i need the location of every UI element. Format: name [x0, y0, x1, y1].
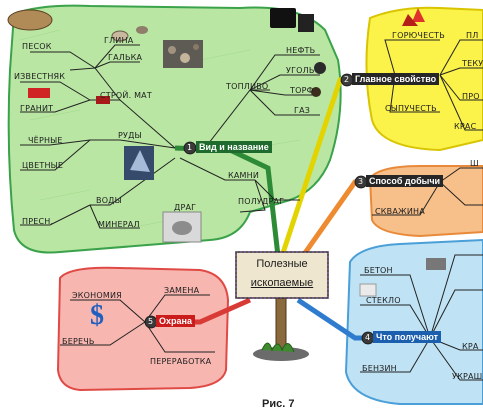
word-tek: ТЕКУ [462, 59, 483, 68]
coal-icon [311, 62, 326, 97]
word-pro: ПРО [462, 92, 480, 101]
word-zamena: ЗАМЕНА [164, 286, 200, 295]
blue-zone [344, 238, 483, 405]
word-sypuchest: СЫПУЧЕСТЬ [385, 104, 437, 113]
center-sign [235, 251, 329, 299]
word-presnye: ПРЕСН. [22, 217, 54, 226]
branch-3-number: 3 [358, 177, 364, 186]
gravel-photo-icon [163, 40, 203, 68]
word-goryuchest: ГОРЮЧЕСТЬ [392, 31, 445, 40]
branch-3-label: Способ добычи [366, 175, 444, 187]
word-steklo: СТЕКЛО [366, 296, 401, 305]
branch-2-number: 2 [344, 75, 350, 84]
signpost-icon [253, 294, 309, 361]
word-chernye: ЧЁРНЫЕ [28, 136, 63, 145]
word-kra2: КРАС [454, 122, 477, 131]
word-rudy: РУДЫ [118, 131, 142, 140]
word-neft: НЕФТЬ [286, 46, 316, 55]
pipe-icon [359, 258, 446, 297]
branch-5-label: Охрана [156, 315, 195, 327]
branch-4-label: Что получают [373, 331, 442, 343]
word-drag: ДРАГ [174, 203, 197, 212]
dollar-icon: $ [90, 300, 104, 331]
flower-icon [402, 8, 425, 26]
word-torf: ТОРФ [290, 86, 314, 95]
word-toplivo: ТОПЛИВО [226, 82, 269, 91]
branch-5-number: 5 [148, 317, 154, 326]
stones-icon [7, 9, 148, 42]
word-stroy: СТРОЙ. МАТ [100, 91, 152, 100]
word-berech: БЕРЕЧЬ [62, 337, 95, 346]
red-zone [56, 266, 230, 392]
word-ugol: УГОЛЬ [286, 66, 315, 75]
word-mineral: МИНЕРАЛ [98, 220, 140, 229]
green-zone [7, 4, 342, 254]
word-granit: ГРАНИТ [20, 104, 54, 113]
word-gaz: ГАЗ [294, 106, 311, 115]
branch-2-label: Главное свойство [352, 73, 440, 85]
gems-photo-icon [162, 211, 202, 243]
center-title-line1: Полезные [256, 258, 308, 270]
word-kra4: КРА [462, 342, 479, 351]
word-ukra: УКРАШ [452, 372, 483, 381]
word-skvazhina: СКВАЖИНА [375, 207, 425, 216]
branch-4-number: 4 [365, 333, 371, 342]
word-pl: ПЛ [466, 31, 479, 40]
word-vody: ВОДЫ [96, 196, 122, 205]
word-ekonomiya: ЭКОНОМИЯ [72, 291, 122, 300]
center-title: Полезные ископаемые [236, 255, 328, 293]
word-izvestnyak: ИЗВЕСТНЯК [14, 72, 66, 81]
word-sh: Ш [470, 159, 479, 168]
center-title-line2: ископаемые [250, 277, 314, 289]
crystal-icon [124, 146, 154, 180]
word-beton: БЕТОН [364, 266, 393, 275]
oil-barrel-icon [270, 8, 314, 32]
branch-1-label: Вид и название [196, 141, 272, 153]
word-poludrag: ПОЛУДРАГ [238, 197, 285, 206]
word-pererabotka: ПЕРЕРАБОТКА [150, 357, 212, 366]
node-number-circles [144, 73, 375, 345]
word-benzin: БЕНЗИН [362, 364, 397, 373]
word-pesok: ПЕСОК [22, 42, 52, 51]
word-tsvetnye: ЦВЕТНЫЕ [22, 161, 64, 170]
figure-caption: Рис. 7 [262, 398, 295, 410]
word-kamni: КАМНИ [228, 171, 260, 180]
branch-1-number: 1 [187, 143, 193, 152]
brick-icon [28, 88, 110, 104]
word-glina: ГЛИНА [104, 36, 134, 45]
word-galka: ГАЛЬКА [108, 53, 143, 62]
